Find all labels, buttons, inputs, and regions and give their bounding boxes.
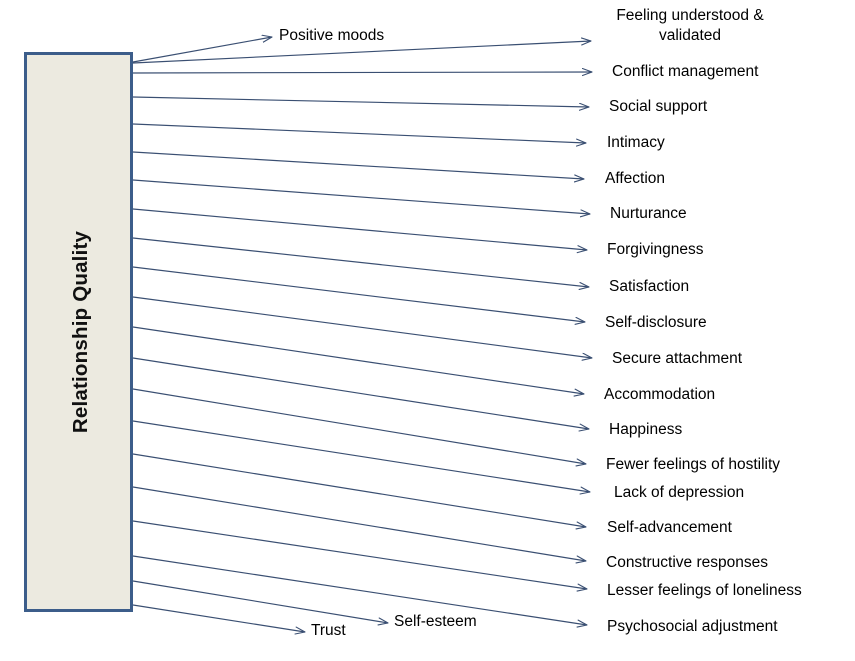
outcome-arrow [132,604,305,632]
outcome-label: Constructive responses [606,554,768,571]
source-box[interactable]: Relationship Quality [24,52,133,612]
outcome-label: Trust [311,622,346,639]
outcome-label: Affection [605,170,666,187]
outcome-arrow [132,296,592,358]
outcome-arrow [132,520,587,589]
outcome-arrow [132,237,589,287]
outcome-label: Secure attachment [612,350,743,367]
outcome-label: Self-esteem [394,613,477,630]
outcome-arrow [132,208,587,250]
outcome-arrow [132,41,591,64]
outcome-label: Self-disclosure [605,314,707,331]
outcome-arrow [132,326,584,394]
outcome-arrow [132,388,586,464]
outcome-label: Fewer feelings of hostility [606,456,781,473]
outcome-arrow [132,37,272,63]
outcome-label: Positive moods [279,27,385,44]
outcome-arrow [132,266,585,322]
outcome-label: Conflict management [612,63,759,80]
outcome-label: Accommodation [604,386,716,403]
outcome-label: Forgivingness [607,241,704,258]
outcome-arrow [132,96,589,107]
source-box-label: Relationship Quality [69,230,93,434]
outcome-label: Psychosocial adjustment [607,618,778,635]
outcome-arrow [132,357,589,429]
outcome-arrow [132,72,592,73]
outcome-label: Nurturance [610,205,687,222]
outcome-arrow [132,555,587,625]
outcome-arrow [132,580,388,623]
outcome-arrow [132,453,586,527]
outcome-arrow [132,123,586,143]
outcome-label: Satisfaction [609,278,690,295]
outcome-label: Feeling understood & validated [616,7,764,44]
outcome-arrow [132,151,584,179]
outcome-label: Intimacy [607,134,665,151]
outcome-arrow [132,420,590,492]
outcome-arrow [132,179,590,214]
outcome-label: Happiness [609,421,683,438]
outcome-label: Self-advancement [607,519,732,536]
outcome-arrow [132,486,586,561]
outcome-label: Lesser feelings of loneliness [607,582,802,599]
outcome-label: Lack of depression [614,484,745,501]
source-box-label-wrap: Relationship Quality [27,55,136,609]
outcome-label: Social support [609,98,708,115]
